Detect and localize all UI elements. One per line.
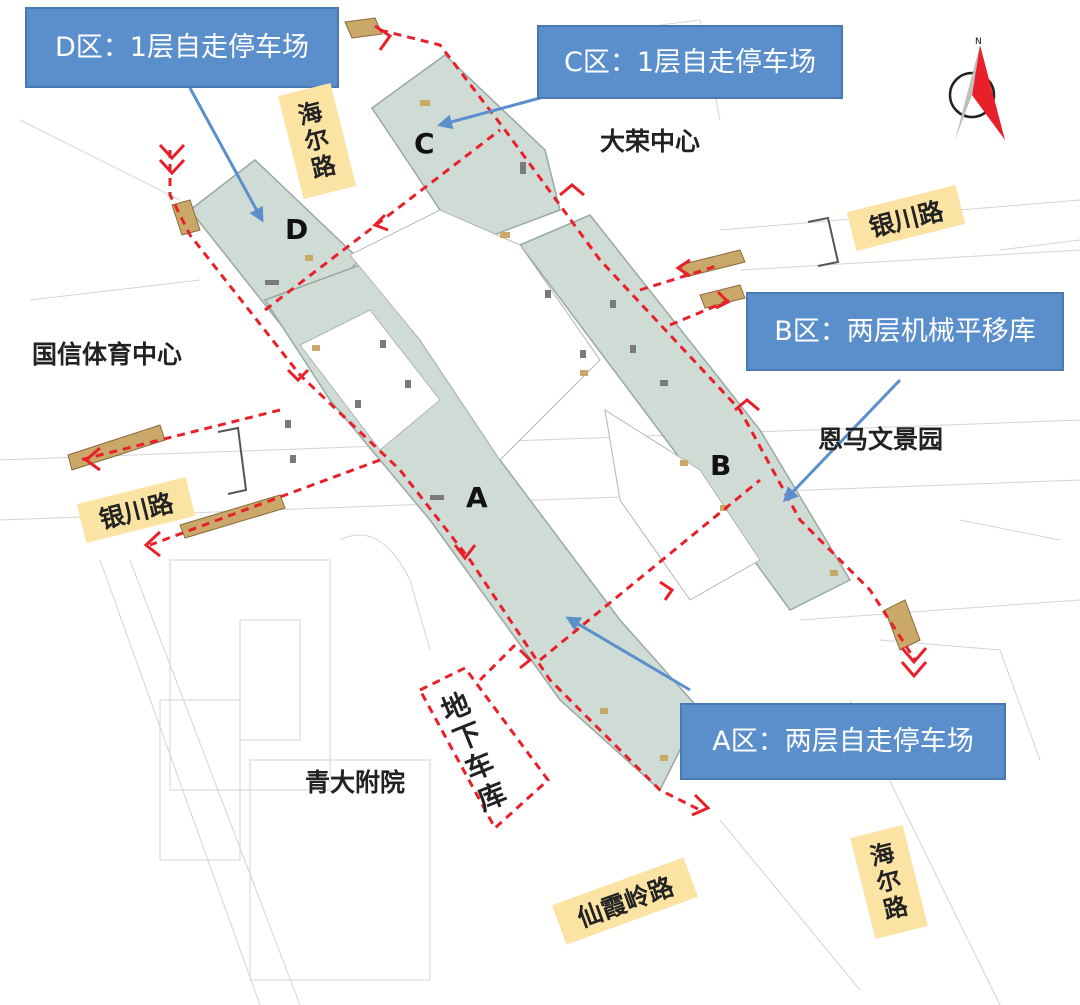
gate-symbols (217, 216, 840, 495)
callout-zone-d: D区：1层自走停车场 (25, 7, 339, 88)
place-label-qingda: 青大附院 (305, 768, 406, 797)
place-label-darong: 大荣中心 (600, 127, 701, 156)
parking-marks (265, 162, 668, 500)
callout-zone-c: C区：1层自走停车场 (537, 25, 843, 99)
pointer-b (782, 378, 902, 503)
north-compass-icon: N (948, 37, 1005, 140)
route-chevrons (83, 24, 928, 817)
zone-b-area (518, 214, 852, 611)
callout-pointers (188, 87, 902, 692)
place-label-guoxin: 国信体育中心 (32, 340, 183, 369)
callout-zone-b: B区：两层机械平移库 (746, 292, 1064, 371)
place-label-enma: 恩马文景园 (818, 425, 944, 454)
zone-label-b: B (710, 449, 732, 482)
pointer-d (188, 87, 264, 223)
zone-label-d: D (285, 213, 309, 246)
zone-c-area (370, 54, 561, 241)
zone-label-a: A (466, 481, 488, 514)
inner-blocks (299, 209, 761, 601)
underground-garage-outline (417, 666, 551, 831)
zone-label-c: C (414, 127, 435, 160)
pointer-a (565, 616, 691, 692)
pointer-c (437, 96, 541, 130)
compass-north-label: N (975, 37, 982, 47)
callout-zone-a: A区：两层自走停车场 (680, 703, 1006, 780)
